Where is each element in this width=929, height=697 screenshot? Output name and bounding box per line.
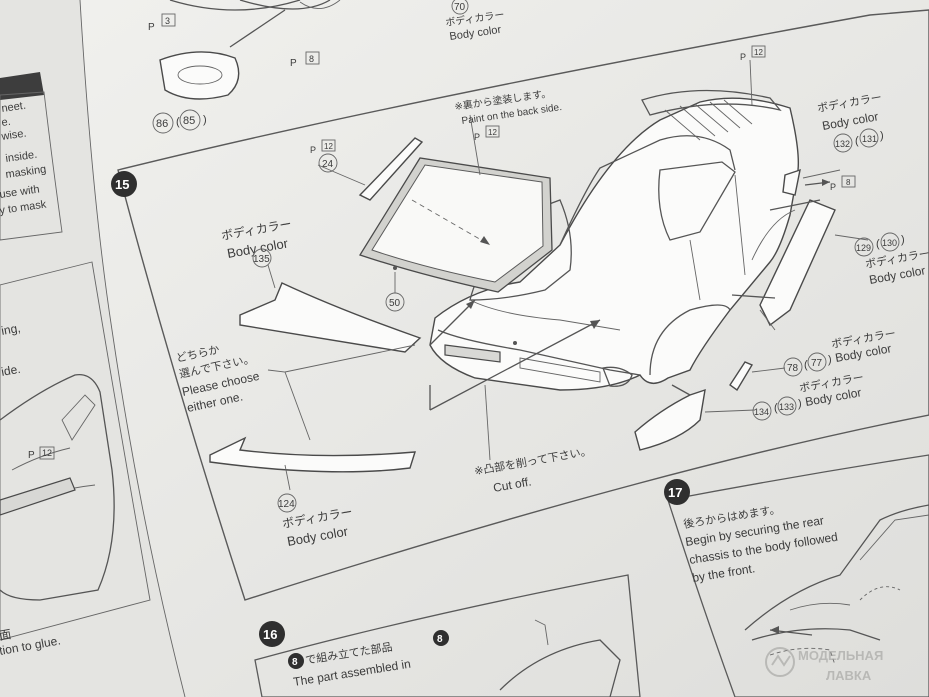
spoiler-124: [209, 436, 416, 491]
ph8-right: 8: [846, 178, 851, 187]
step15-number: 15: [115, 177, 129, 192]
part-129: 129: [856, 243, 871, 253]
ph-marker-top: P: [474, 132, 480, 142]
part-77: 77: [811, 358, 823, 369]
left-fragment-2: e.: [1, 116, 12, 129]
part-85: 85: [183, 115, 195, 127]
step17-number: 17: [668, 485, 682, 500]
watermark-line2: ЛАВКА: [826, 668, 872, 683]
top-ph8-marker: P: [290, 58, 297, 69]
left-fragment-6: use with: [0, 183, 40, 201]
part-78: 78: [787, 363, 799, 374]
left-fragment-1: neet.: [1, 100, 27, 115]
step17-badge: [664, 479, 690, 505]
ph8-marker-right: P: [830, 182, 836, 192]
paren-78-close: ): [828, 354, 832, 366]
top-ph8: 8: [309, 54, 314, 64]
paren-129-open: (: [876, 238, 880, 250]
car-body-drawing: [429, 89, 800, 391]
step16-ref-num: 8: [292, 657, 298, 668]
ph-marker-right: P: [740, 52, 746, 62]
ph12-top: 12: [488, 128, 497, 137]
front-lip-134: [634, 384, 756, 451]
paren-134-close: ): [798, 398, 802, 410]
paren-129-close: ): [901, 234, 905, 246]
part-86: 86: [156, 118, 168, 130]
step15-panel: 15: [111, 9, 929, 601]
step16-badge: [259, 621, 285, 647]
ph12-left: 12: [324, 142, 333, 151]
watermark-line1: МОДЕЛЬНАЯ: [798, 648, 883, 663]
paren-132-close: ): [880, 130, 884, 142]
cut-off-callout: [429, 319, 601, 461]
part-135: 135: [253, 254, 270, 265]
left-fragment-9: ide.: [0, 362, 21, 379]
left-fragment-11: 面: [0, 627, 12, 643]
left-fragment-4: inside.: [5, 149, 38, 165]
part-132: [782, 168, 841, 196]
top-ph3: 3: [165, 16, 170, 26]
part-50: 50: [389, 298, 401, 309]
ph12-right: 12: [754, 48, 763, 57]
side-skirt-129: [731, 199, 869, 331]
part-130: 130: [882, 238, 897, 248]
part-133: 133: [779, 402, 794, 412]
step16-ref-badge-2: [433, 630, 449, 646]
part-124: 124: [278, 499, 295, 510]
part-132: 132: [835, 139, 850, 149]
top-ph-marker: P: [148, 22, 155, 33]
part-78: [729, 361, 786, 392]
paren-78-open: (: [804, 359, 808, 371]
watermark: МОДЕЛЬНАЯ ЛАВКА: [765, 647, 883, 683]
paren-132-open: (: [855, 135, 859, 147]
part-paren-close: ): [203, 114, 207, 126]
part-paren-open: (: [176, 116, 180, 128]
cut-note-en: Cut off.: [492, 474, 532, 494]
left-fragment-8: ing,: [0, 321, 21, 338]
windscreen-part: [359, 157, 553, 293]
step16-ref-num-2: 8: [437, 634, 443, 645]
part-134: 134: [754, 407, 769, 417]
part-131: 131: [862, 134, 877, 144]
left-ph-marker: P: [28, 450, 35, 461]
spoiler-135: [239, 264, 476, 353]
left-ph12: 12: [42, 448, 52, 458]
part-24-strip: [317, 137, 424, 201]
left-fragment-3: wise.: [0, 128, 27, 144]
step16-ref-badge: [288, 653, 304, 669]
left-fragment-5: masking: [5, 163, 47, 181]
step15-badge: [111, 171, 137, 197]
left-page: neet. e. wise. inside. masking use with …: [0, 0, 186, 697]
paren-134-open: (: [774, 402, 778, 414]
step16-number: 16: [263, 627, 277, 642]
ph-marker-left: P: [310, 145, 316, 155]
part-70: 70: [454, 2, 466, 13]
part-24: 24: [322, 159, 334, 170]
